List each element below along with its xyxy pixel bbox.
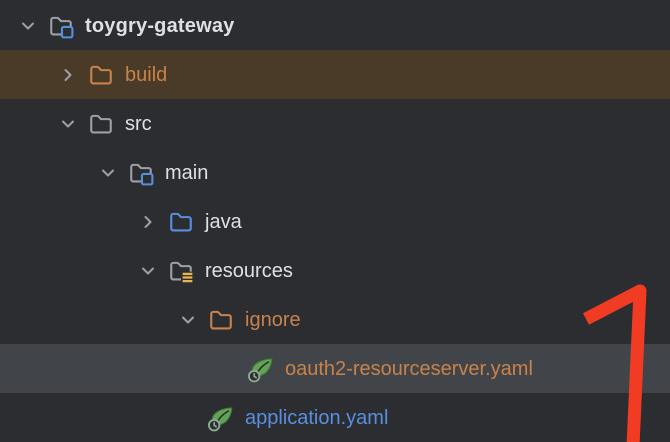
chevron-down-icon[interactable] bbox=[130, 261, 166, 281]
tree-row-label: ignore bbox=[245, 308, 301, 331]
tree-row-resources[interactable]: resources bbox=[0, 246, 670, 295]
tree-row-java[interactable]: java bbox=[0, 197, 670, 246]
chevron-down-icon[interactable] bbox=[10, 16, 46, 36]
tree-row-application-yaml[interactable]: application.yaml bbox=[0, 393, 670, 442]
tree-row-toygry-gateway[interactable]: toygry-gateway bbox=[0, 1, 670, 50]
sources-root-folder-icon bbox=[126, 160, 156, 186]
tree-row-label: java bbox=[205, 210, 242, 233]
chevron-right-icon[interactable] bbox=[50, 65, 86, 85]
tree-row-src[interactable]: src bbox=[0, 99, 670, 148]
tree-row-label: application.yaml bbox=[245, 406, 389, 429]
tree-row-label: src bbox=[125, 112, 152, 135]
tree-row-ignore[interactable]: ignore bbox=[0, 295, 670, 344]
chevron-down-icon[interactable] bbox=[170, 310, 206, 330]
tree-row-label: build bbox=[125, 63, 168, 86]
tree-row-label: toygry-gateway bbox=[85, 14, 235, 37]
java-folder-icon bbox=[166, 209, 196, 235]
spring-config-file-icon bbox=[246, 355, 276, 383]
tree-row-build[interactable]: build bbox=[0, 50, 670, 99]
project-folder-icon bbox=[46, 13, 76, 39]
tree-row-label: main bbox=[165, 161, 209, 184]
chevron-down-icon[interactable] bbox=[90, 163, 126, 183]
tree-row-label: resources bbox=[205, 259, 293, 282]
chevron-right-icon[interactable] bbox=[130, 212, 166, 232]
tree-row-main[interactable]: main bbox=[0, 148, 670, 197]
resources-folder-icon bbox=[166, 258, 196, 284]
folder-icon bbox=[86, 111, 116, 137]
excluded-folder-icon bbox=[206, 307, 236, 333]
tree-row-label: oauth2-resourceserver.yaml bbox=[285, 357, 533, 380]
spring-config-file-icon bbox=[206, 404, 236, 432]
chevron-down-icon[interactable] bbox=[50, 114, 86, 134]
tree-row-oauth2-resourceserver-yaml[interactable]: oauth2-resourceserver.yaml bbox=[0, 344, 670, 393]
excluded-folder-icon bbox=[86, 62, 116, 88]
